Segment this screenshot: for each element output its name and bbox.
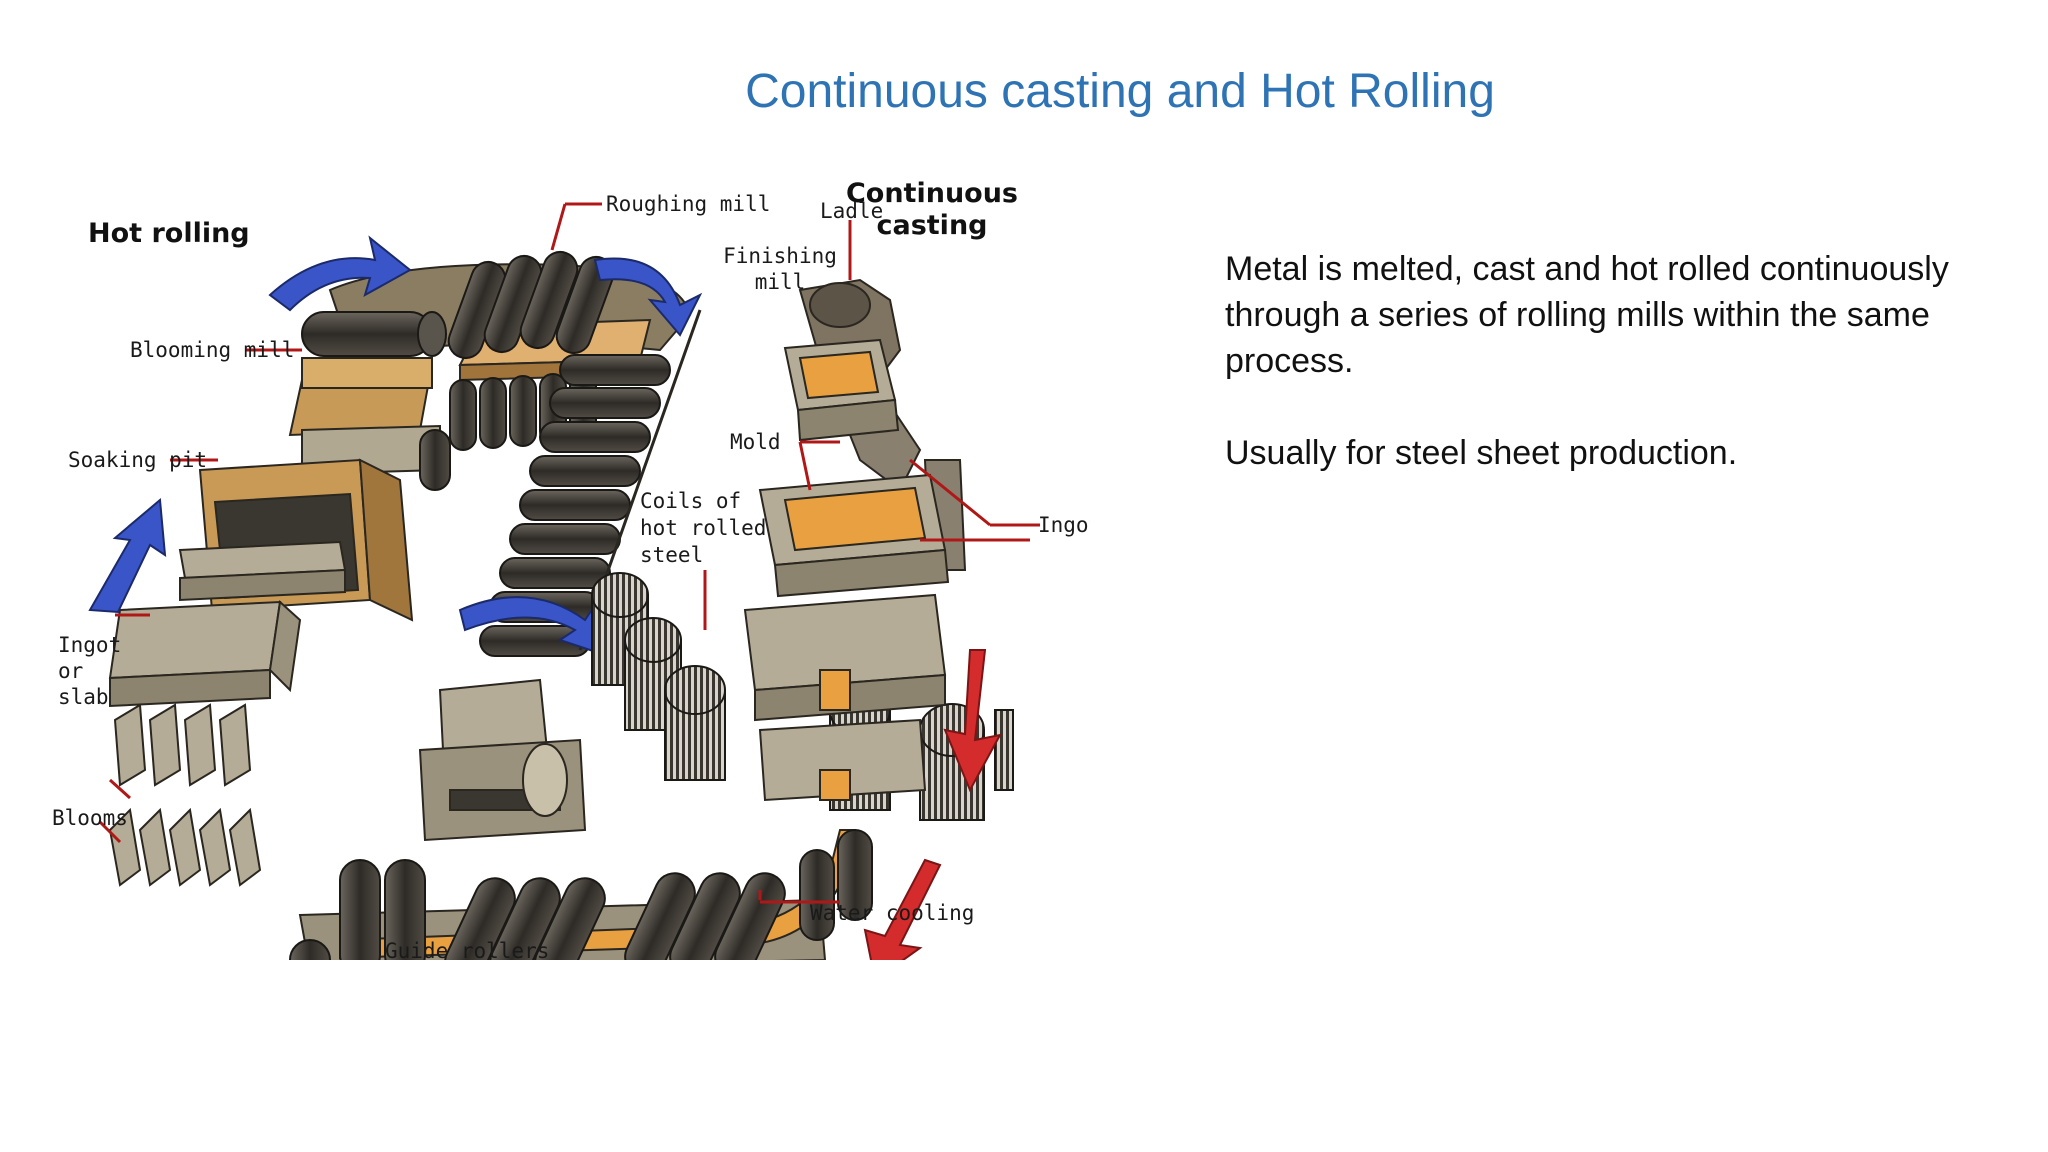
label-ingots: Ingots [1038, 513, 1090, 537]
casting-rolling-diagram: Hot rolling Continuous casting [40, 130, 1090, 960]
label-ladle: Ladle [820, 199, 883, 223]
label-blooming-mill: Blooming mill [130, 338, 294, 362]
ingots-block [743, 593, 947, 802]
continuous-casting-heading-line2: casting [876, 210, 987, 241]
mold [758, 473, 950, 598]
label-finishing-mill-line1: Finishing [723, 244, 837, 268]
red-flow-arrows [863, 649, 1002, 960]
label-mold: Mold [730, 430, 781, 454]
label-ingot-slab-line2: or [58, 659, 83, 683]
roughing-mill-rollers [447, 250, 615, 360]
coils-left-group [591, 572, 726, 781]
blooms-stack [108, 703, 262, 887]
slide-body: Metal is melted, cast and hot rolled con… [1225, 246, 2015, 476]
slide-title: Continuous casting and Hot Rolling [745, 65, 1495, 118]
continuous-casting-heading-line1: Continuous [846, 178, 1018, 209]
label-finishing-mill-line2: mill [755, 270, 806, 294]
label-water-cooling: Water cooling [810, 901, 974, 925]
soaking-pit [178, 458, 414, 622]
label-roughing-mill: Roughing mill [606, 192, 770, 216]
ingot-slab-block [108, 600, 302, 708]
label-guide-rollers: Guide rollers [385, 939, 549, 960]
central-press [418, 678, 587, 842]
hot-rolling-heading: Hot rolling [88, 218, 250, 249]
blue-flow-arrows [88, 235, 703, 657]
label-blooms: Blooms [52, 806, 128, 830]
paragraph-gap [1225, 384, 2015, 430]
label-soaking-pit: Soaking pit [68, 448, 207, 472]
guide-rollers [289, 829, 873, 960]
label-coils-line2: hot rolled [640, 516, 766, 540]
leader-lines [98, 202, 1040, 904]
label-coils-line1: Coils of [640, 489, 741, 513]
body-paragraph-1: Metal is melted, cast and hot rolled con… [1225, 250, 1949, 380]
body-paragraph-2: Usually for steel sheet production. [1225, 434, 1738, 472]
label-coils-line3: steel [640, 543, 703, 567]
label-ingot-slab-line1: Ingot [58, 633, 121, 657]
label-ingot-slab-line3: slab [58, 685, 109, 709]
tundish [783, 338, 900, 442]
